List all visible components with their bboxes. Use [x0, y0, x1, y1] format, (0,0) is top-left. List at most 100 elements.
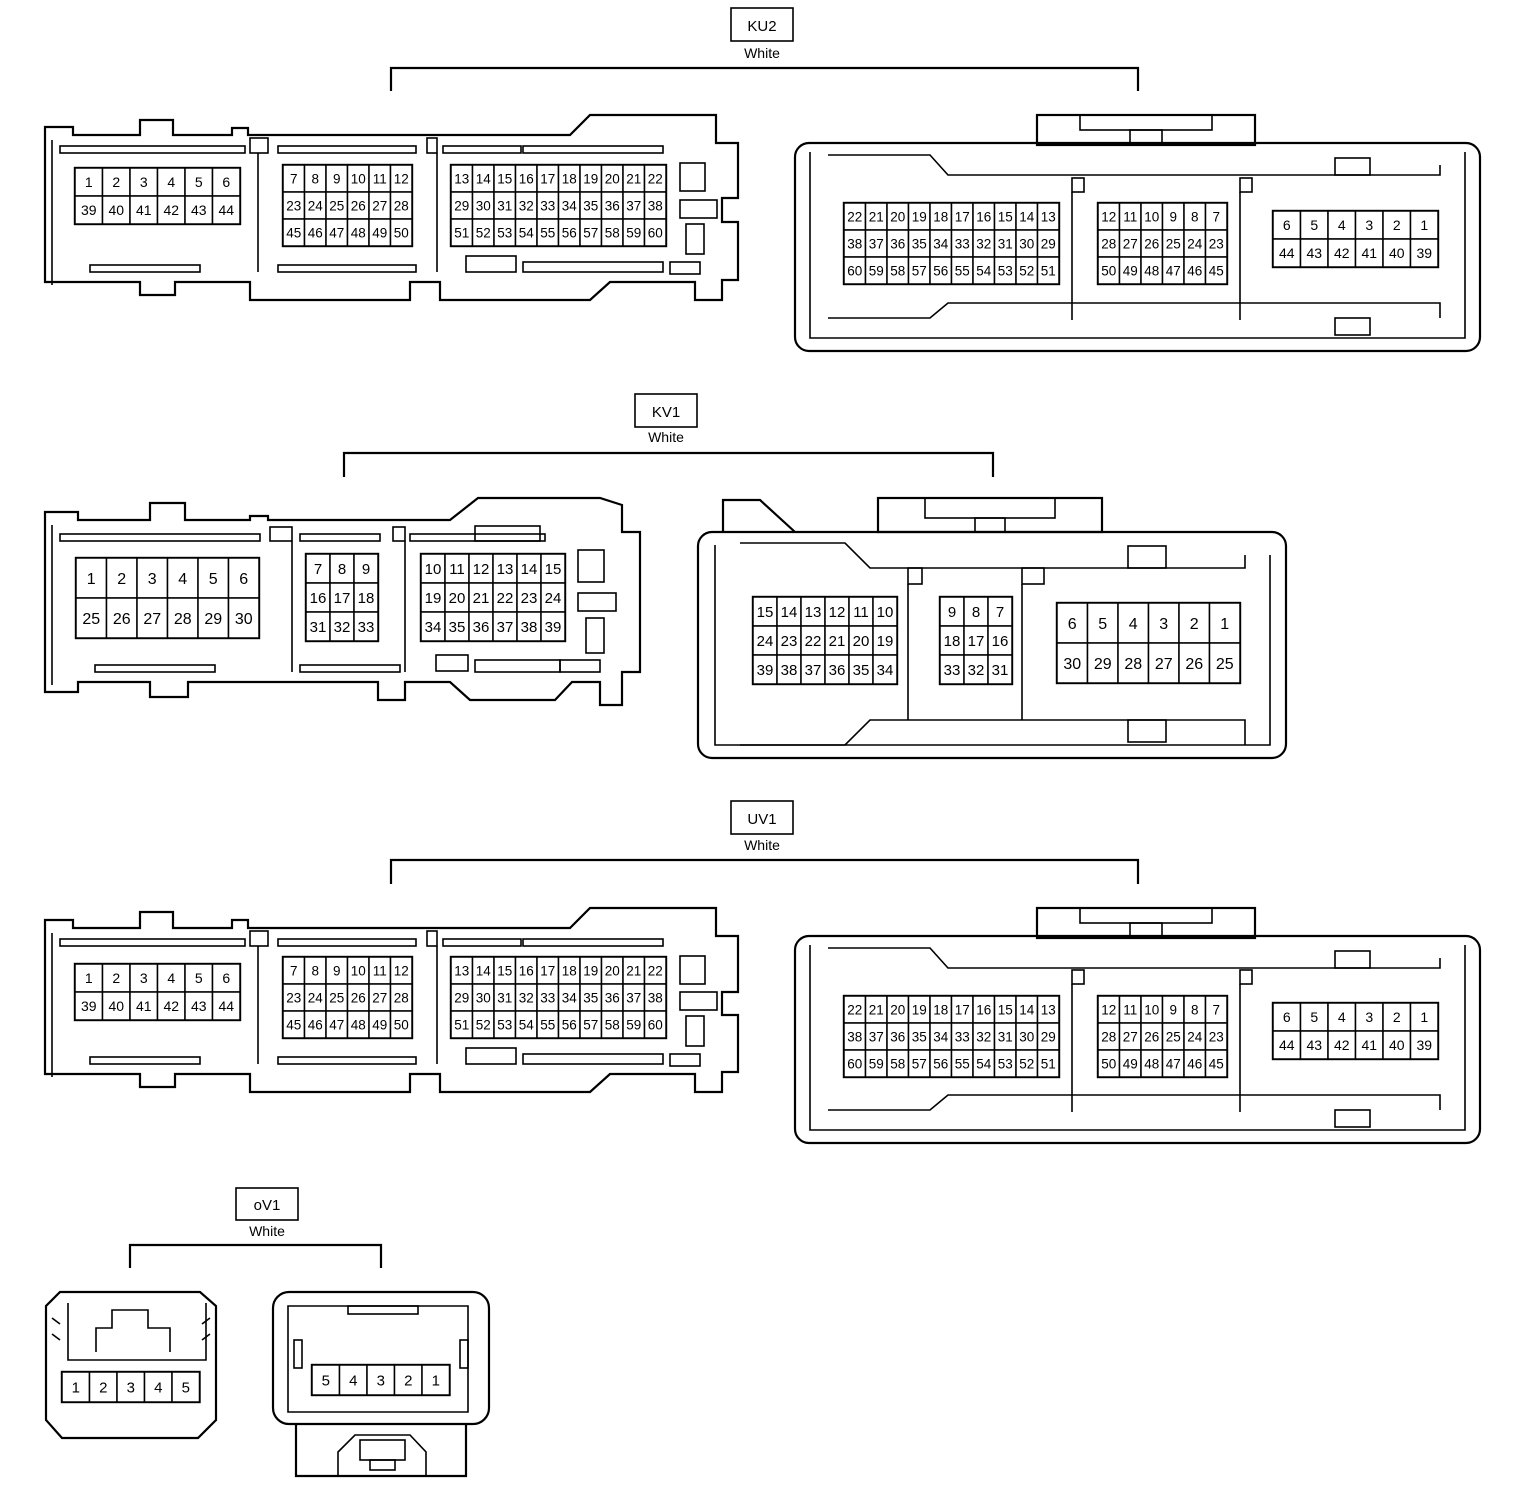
pin-number: 53: [497, 1017, 512, 1032]
pin-number: 15: [497, 963, 512, 978]
pin-number: 37: [805, 662, 822, 679]
pin-cell: [353, 582, 379, 613]
pin-cell: [74, 963, 104, 993]
pin-cell: [1299, 238, 1329, 268]
pin-number: 49: [1123, 1056, 1138, 1071]
pin-number: 26: [1144, 1029, 1159, 1044]
pin-number: 42: [1334, 1037, 1350, 1053]
pin-number: 34: [425, 619, 442, 636]
connector-code-box: [634, 393, 698, 428]
pin-number: 54: [976, 1056, 992, 1071]
pin-cell: [421, 1364, 451, 1396]
pin-number: 41: [136, 998, 152, 1014]
pin-number: 20: [890, 209, 905, 224]
pin-number: 21: [829, 633, 846, 650]
pin-number: 11: [853, 604, 869, 621]
pin-number: 16: [976, 1002, 991, 1017]
pin-number: 12: [1101, 1002, 1116, 1017]
pin-number: 3: [377, 1372, 385, 1389]
pin-cell: [872, 596, 898, 627]
pin-number: 49: [372, 1017, 387, 1032]
pin-number: 46: [1187, 263, 1202, 278]
pin-number: 50: [394, 225, 409, 240]
pin-number: 31: [310, 619, 327, 636]
pin-number: 32: [519, 990, 534, 1005]
pin-number: 25: [1166, 236, 1181, 251]
pin-cell: [939, 654, 965, 685]
pin-cell: [75, 557, 108, 599]
pin-number: 38: [847, 1029, 862, 1044]
pin-cell: [468, 611, 494, 642]
pin-number: 48: [1144, 263, 1159, 278]
pin-number: 17: [334, 590, 351, 607]
pin-number: 17: [955, 209, 970, 224]
pin-number: 17: [968, 633, 985, 650]
pin-number: 5: [182, 1379, 190, 1396]
pin-number: 22: [847, 1002, 862, 1017]
pin-number: 38: [648, 198, 663, 213]
pin-number: 36: [473, 619, 490, 636]
pin-cell: [197, 597, 230, 639]
pin-cell: [1409, 238, 1439, 268]
pin-number: 25: [82, 611, 100, 628]
pin-number: 8: [311, 963, 319, 978]
pin-number: 26: [351, 990, 366, 1005]
pin-cell: [516, 611, 542, 642]
pin-number: 4: [349, 1372, 357, 1389]
pin-number: 12: [473, 561, 490, 578]
pin-number: 32: [334, 619, 351, 636]
pin-number: 42: [163, 202, 179, 218]
pin-number: 1: [1420, 217, 1428, 233]
pin-number: 31: [998, 1029, 1013, 1044]
pin-cell: [129, 963, 159, 993]
pin-cell: [1204, 256, 1228, 285]
pin-number: 27: [1155, 656, 1173, 673]
pin-number: 49: [372, 225, 387, 240]
pin-number: 24: [1187, 236, 1203, 251]
pin-number: 11: [373, 171, 387, 186]
pin-number: 47: [1166, 1056, 1181, 1071]
pin-number: 13: [497, 561, 514, 578]
pin-number: 22: [497, 590, 514, 607]
pin-cell: [305, 582, 331, 613]
pin-number: 46: [308, 225, 323, 240]
pin-number: 14: [1019, 1002, 1035, 1017]
bracket: [342, 451, 995, 477]
pin-number: 28: [394, 990, 409, 1005]
pin-number: 30: [1019, 236, 1034, 251]
pin-number: 1: [1420, 1009, 1428, 1025]
pin-number: 16: [976, 209, 991, 224]
pin-cell: [74, 195, 104, 225]
pin-number: 4: [1338, 1009, 1346, 1025]
pin-number: 60: [648, 225, 663, 240]
pin-number: 27: [372, 198, 387, 213]
pin-number: 24: [757, 633, 774, 650]
pin-number: 50: [1101, 263, 1116, 278]
pin-number: 35: [583, 990, 598, 1005]
connector-code-box: [235, 1187, 299, 1221]
pin-number: 18: [944, 633, 961, 650]
pin-number: 4: [178, 571, 187, 588]
pin-number: 60: [847, 263, 862, 278]
pin-number: 53: [998, 1056, 1013, 1071]
pin-cell: [311, 1364, 341, 1396]
pin-number: 33: [540, 198, 555, 213]
pin-number: 44: [218, 202, 234, 218]
pin-cell: [1327, 1030, 1357, 1060]
pin-number: 16: [310, 590, 327, 607]
pin-number: 56: [562, 225, 577, 240]
pin-number: 21: [626, 963, 641, 978]
pin-cell: [1272, 238, 1302, 268]
pin-number: 41: [1361, 1037, 1377, 1053]
